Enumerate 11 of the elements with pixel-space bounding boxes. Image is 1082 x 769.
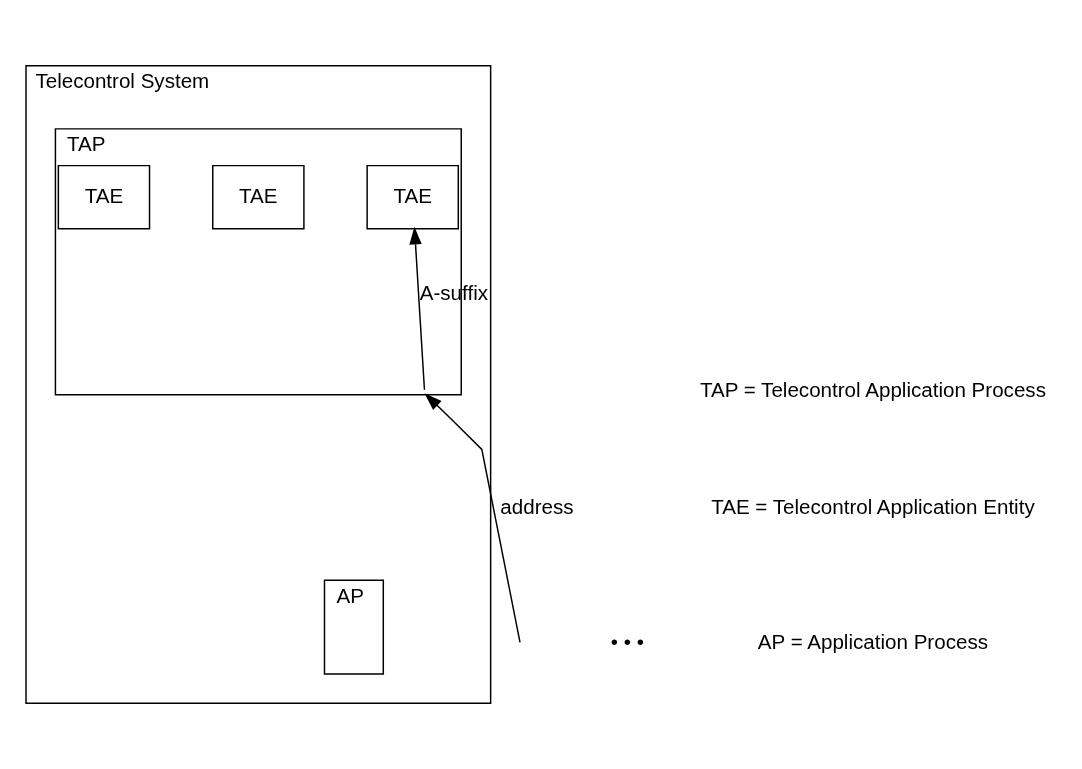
node-box: TAE [57,164,151,230]
node-box: TAE [366,164,460,230]
label: TAP = Telecontrol Application Process [699,377,1046,401]
node-box: TAE [212,164,305,230]
edge-label: address [500,495,574,519]
node-box: AP [323,579,385,675]
label: • • • [610,630,644,654]
arrow [409,226,426,391]
label: AP = Application Process [757,630,988,654]
arrow [424,393,521,644]
label: TAE = Telecontrol Application Entity [711,495,1035,519]
